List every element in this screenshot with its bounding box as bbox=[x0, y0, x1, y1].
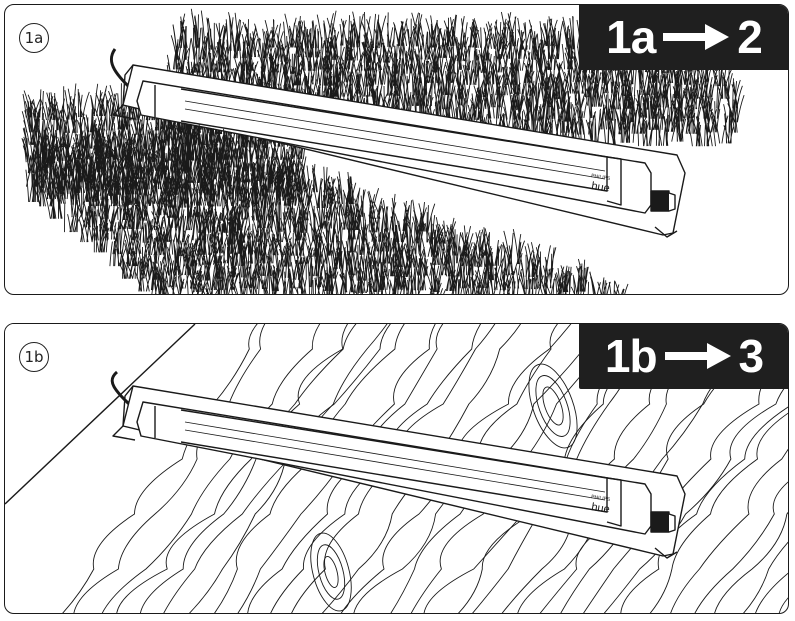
from-step: 1a bbox=[606, 11, 656, 63]
right-arrow-icon bbox=[663, 24, 730, 50]
to-step: 3 bbox=[738, 330, 765, 382]
to-step: 2 bbox=[737, 11, 763, 63]
hue-logo: PHILIPS hue bbox=[591, 173, 612, 195]
step-flow-badge: 1a 2 bbox=[579, 5, 788, 70]
light-bar-fixture bbox=[110, 370, 686, 559]
light-bar-fixture bbox=[109, 48, 686, 238]
from-step: 1b bbox=[604, 330, 658, 382]
deck-edge bbox=[5, 324, 196, 505]
step-flow-badge: 1b 3 bbox=[579, 324, 788, 389]
svg-text:hue: hue bbox=[591, 501, 611, 516]
right-arrow-icon bbox=[664, 343, 731, 369]
step-number-circle: 1a bbox=[19, 23, 49, 53]
hue-logo: PHILIPS hue bbox=[591, 494, 612, 516]
svg-text:PHILIPS: PHILIPS bbox=[591, 494, 612, 503]
step-panel-1b: PHILIPS hue 1b 1b 3 bbox=[4, 323, 789, 614]
step-panel-1a: PHILIPS hue 1a 1a 2 bbox=[4, 4, 789, 295]
step-number-circle: 1b bbox=[19, 342, 49, 372]
wood-knots bbox=[310, 363, 578, 612]
svg-text:hue: hue bbox=[591, 180, 611, 195]
grass-illustration: PHILIPS hue bbox=[21, 8, 745, 294]
wood-deck-illustration: PHILIPS hue bbox=[5, 324, 788, 613]
svg-text:PHILIPS: PHILIPS bbox=[591, 173, 612, 182]
grass-front-layer bbox=[32, 121, 629, 294]
